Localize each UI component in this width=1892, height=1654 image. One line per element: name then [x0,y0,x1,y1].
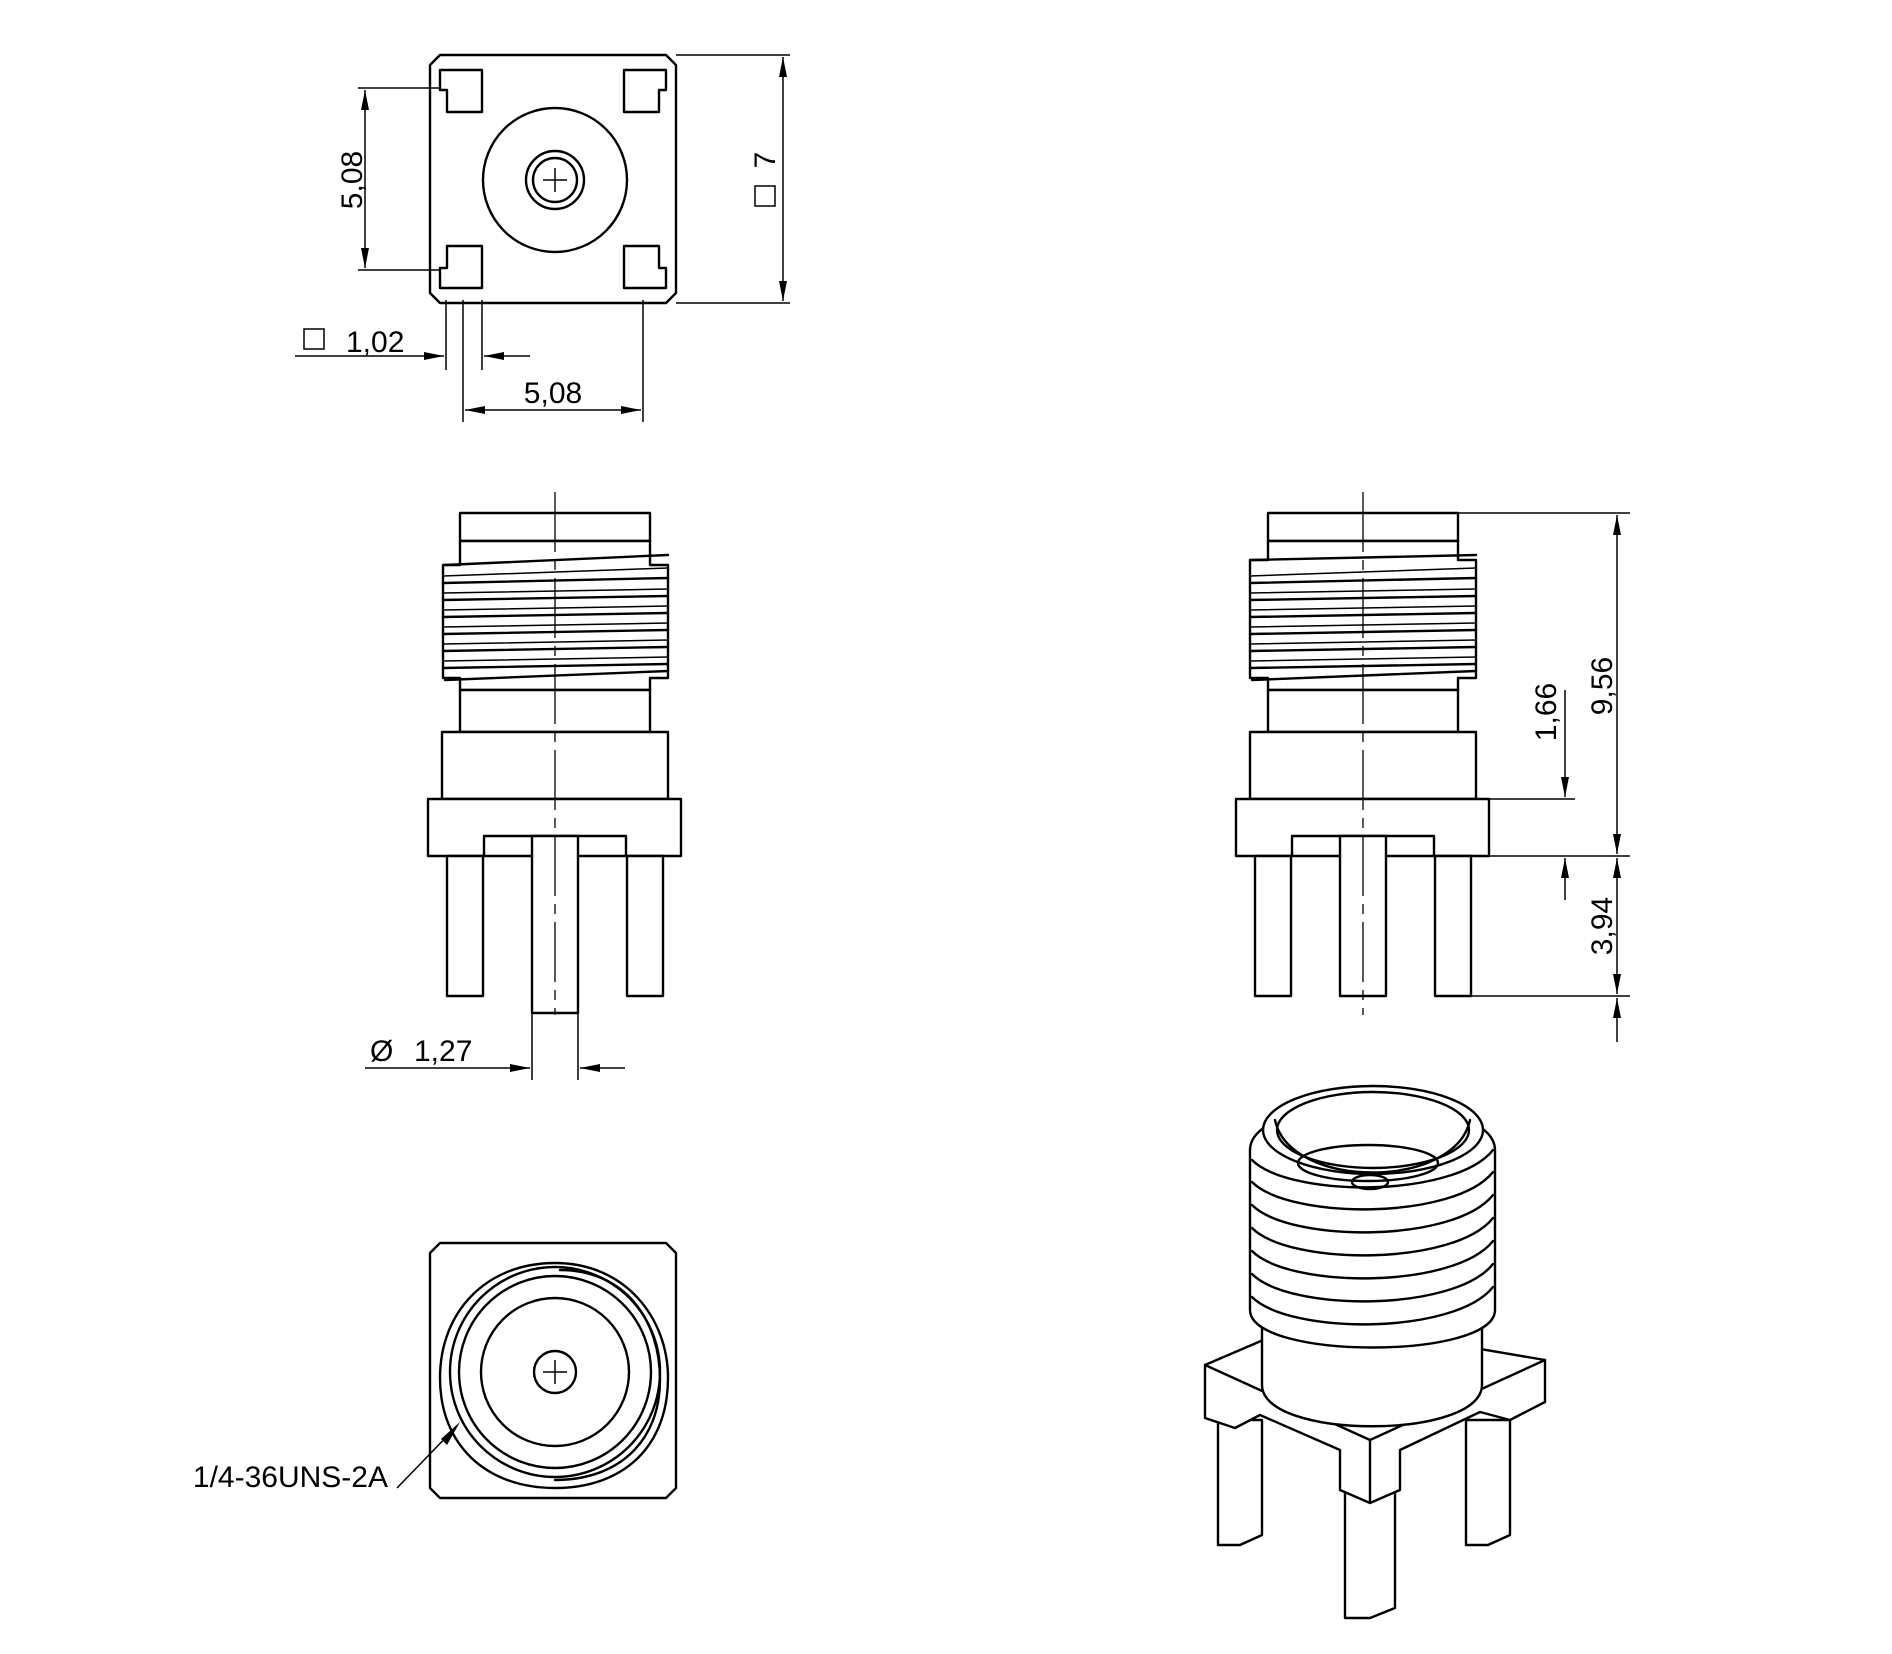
face-view: 1/4-36UNS-2A [193,1241,678,1500]
dim-top-left-pitch: 5,08 [336,87,440,271]
iso-pin-left [1216,1418,1264,1547]
dim-total-height: 9,56 [1586,515,1621,854]
side-view-pin-right [1433,854,1473,998]
dim-bottom-pitch: 5,08 [462,300,644,422]
iso-pin-right [1464,1418,1512,1547]
face-view-thread-mid [448,1265,662,1479]
side-view: 9,56 1,66 3,94 [1234,492,1630,1042]
top-view-housing [428,53,678,305]
front-view-pin-right [625,854,665,998]
dim-bottom-pitch-label: 5,08 [524,377,582,410]
thread-callout: 1/4-36UNS-2A [193,1422,460,1494]
dim-flange-offset-label: 1,66 [1530,683,1563,741]
square-symbol-icon [754,185,776,207]
iso-bore-depth [1273,1118,1472,1174]
iso-top-rim-outer [1261,1084,1485,1176]
dim-flange-offset: 1,66 [1530,683,1569,900]
side-view-extension-lines [1458,512,1630,997]
dim-top-square: 7 [676,54,790,304]
square-symbol-icon [303,328,325,350]
diameter-symbol-icon: Ø [370,1035,393,1068]
top-view-dielectric [481,106,629,254]
face-view-center-cross [543,1360,567,1384]
face-view-housing [428,1241,678,1500]
dim-pin-square: 1,02 [295,300,530,370]
dim-top-square-label: 7 [749,152,782,169]
face-view-dielectric [479,1296,631,1448]
dim-pin-length: 3,94 [1586,858,1621,1042]
dim-top-left-pitch-label: 5,08 [336,151,369,209]
dim-pin-diameter-label: 1,27 [414,1035,472,1068]
iso-contact [1350,1173,1390,1191]
face-view-ring [457,1274,653,1470]
iso-dielectric [1296,1143,1440,1183]
top-view-contact-outer [524,149,586,211]
face-view-contact [532,1349,578,1395]
dim-pin-length-label: 3,94 [1586,897,1619,955]
top-view: 5,08 7 1,02 5,08 [295,53,790,422]
face-view-thread-outer [438,1261,670,1490]
top-view-contact-inner [531,156,579,204]
top-view-center-cross [543,168,567,192]
isometric-view [1203,1084,1547,1620]
dim-pin-diameter: Ø 1,27 [365,1005,625,1080]
iso-base-edges [1203,1358,1547,1505]
thread-spec-label: 1/4-36UNS-2A [193,1461,388,1494]
top-view-pads [438,68,668,290]
dim-total-height-label: 9,56 [1586,657,1619,715]
side-view-pin-left [1253,854,1293,998]
front-view-pin-left [445,854,485,998]
dim-pin-square-label: 1,02 [346,326,404,359]
front-view: Ø 1,27 [365,492,683,1080]
